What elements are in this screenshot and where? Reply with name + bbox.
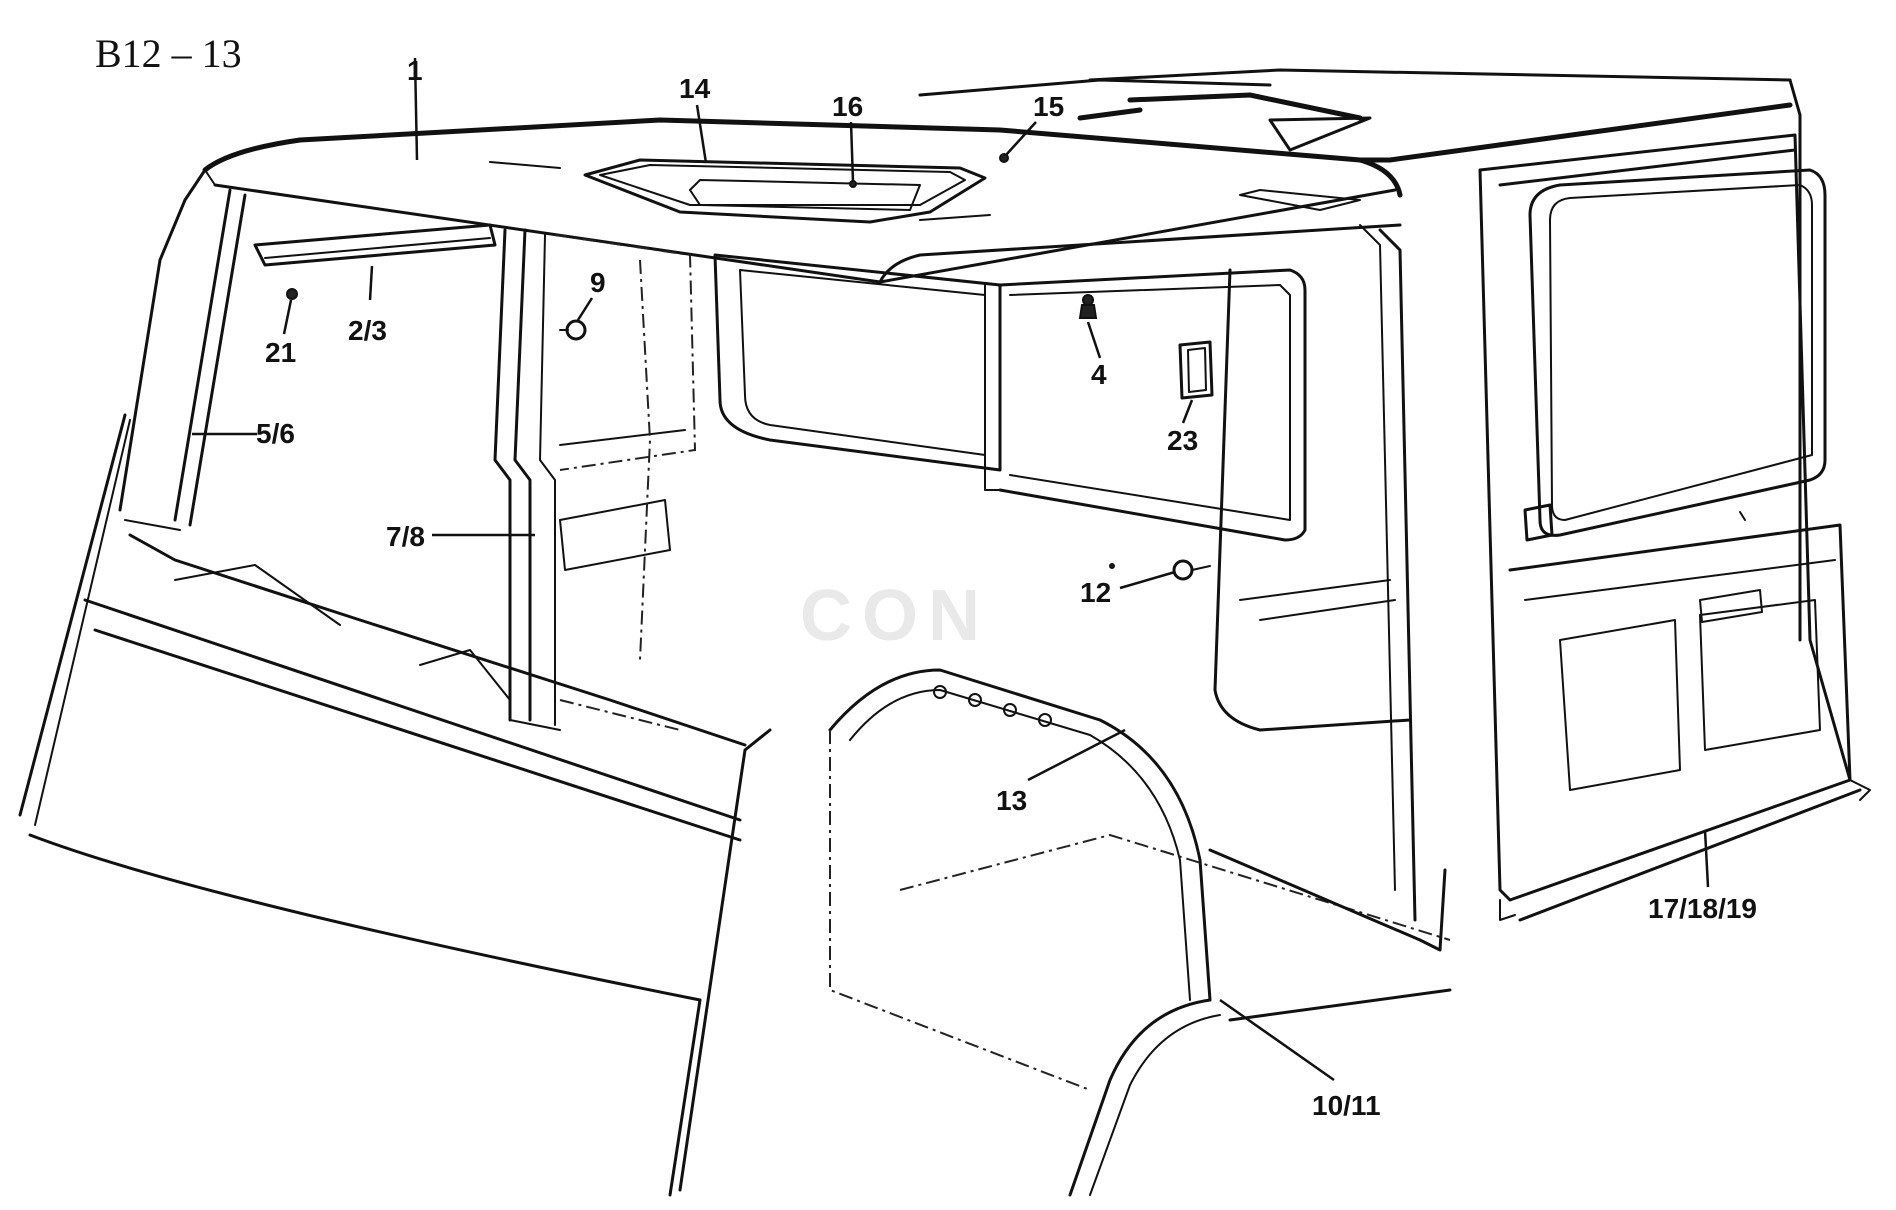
callout-4: 4 [1091,359,1107,390]
callout-13: 13 [996,785,1027,816]
callout-9: 9 [590,267,606,298]
rear-roof [918,68,1802,642]
part-9-screw [559,319,587,341]
hole-3 [1003,703,1017,717]
callout-14: 14 [679,73,711,104]
callout-12: 12 [1080,577,1111,608]
windshield-frame [118,168,247,531]
roof-panel [202,117,1403,284]
leader-lines [192,57,1710,1082]
callout-16: 16 [832,91,863,122]
wheel-arch [828,668,1212,1002]
callout-1: 1 [407,55,423,86]
part-23-box [1178,340,1214,400]
callout-23: 23 [1167,425,1198,456]
callout-2-3: 2/3 [348,315,387,346]
hole-1 [933,685,947,699]
side-window-frame [713,253,1307,542]
hole-4 [1038,713,1052,727]
b-pillar [493,228,561,731]
rear-door [1478,133,1871,922]
callout-15: 15 [1033,91,1064,122]
callout-5-6: 5/6 [256,418,295,449]
dashboard [18,413,747,1197]
watermark: CON [800,576,990,656]
hole-2 [968,693,982,707]
callout-7-8: 7/8 [386,521,425,552]
part-4-fastener [1078,294,1098,319]
part-17-mark [1739,511,1746,521]
part-15-pin [999,153,1009,163]
callout-17-18-19: 17/18/19 [1648,893,1757,924]
clip-part-21 [286,288,298,300]
callout-21: 21 [265,337,296,368]
callout-10-11: 10/11 [1312,1090,1381,1121]
diagram-code: B12 – 13 [95,31,242,76]
rear-body [1213,224,1417,922]
floor-panel [678,728,1452,1197]
sun-visor [253,223,497,267]
side-window-front [554,234,697,731]
sunroof [583,158,987,224]
part-12-knob [1109,559,1211,581]
